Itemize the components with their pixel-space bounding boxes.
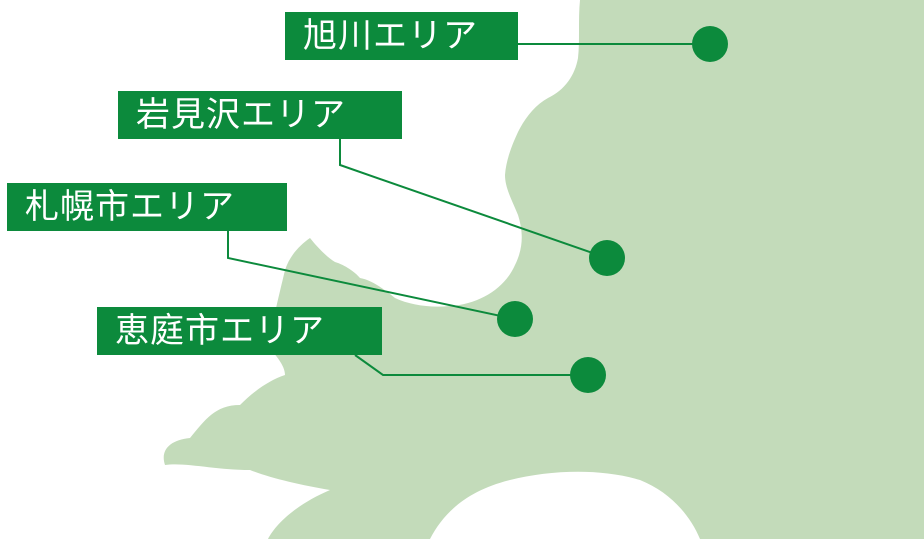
label-sapporo-area[interactable]: 札幌市エリア [7,183,287,231]
label-iwamizawa-area[interactable]: 岩見沢エリア [118,91,402,139]
leader-line-sapporo [227,231,516,320]
label-asahikawa-area[interactable]: 旭川エリア [285,12,518,60]
marker-iwamizawa[interactable] [589,240,625,276]
land-islet [229,408,246,425]
marker-sapporo[interactable] [497,301,533,337]
marker-eniwa[interactable] [570,357,606,393]
leader-line-iwamizawa [339,139,608,259]
leader-line-eniwa [354,354,588,376]
land-mass [163,0,924,539]
marker-asahikawa[interactable] [692,26,728,62]
label-eniwa-area[interactable]: 恵庭市エリア [97,307,382,355]
